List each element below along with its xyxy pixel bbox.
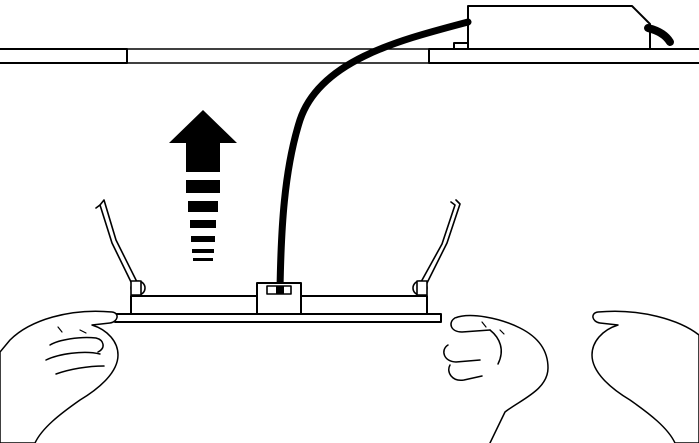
spring-clip-left [95, 199, 146, 296]
panel-frame [114, 313, 442, 323]
right-hand [443, 310, 699, 443]
ceiling-panel-right [428, 48, 699, 64]
spring-clip-right [412, 199, 461, 296]
led-driver-box [453, 5, 651, 50]
push-up-arrow [169, 110, 237, 261]
ceiling-panel-left [0, 48, 128, 64]
ceiling-panel [0, 48, 699, 64]
power-cable [276, 18, 472, 294]
cable-junction-box [256, 282, 302, 315]
driver-output-cable [644, 24, 674, 46]
left-hand [0, 310, 119, 443]
